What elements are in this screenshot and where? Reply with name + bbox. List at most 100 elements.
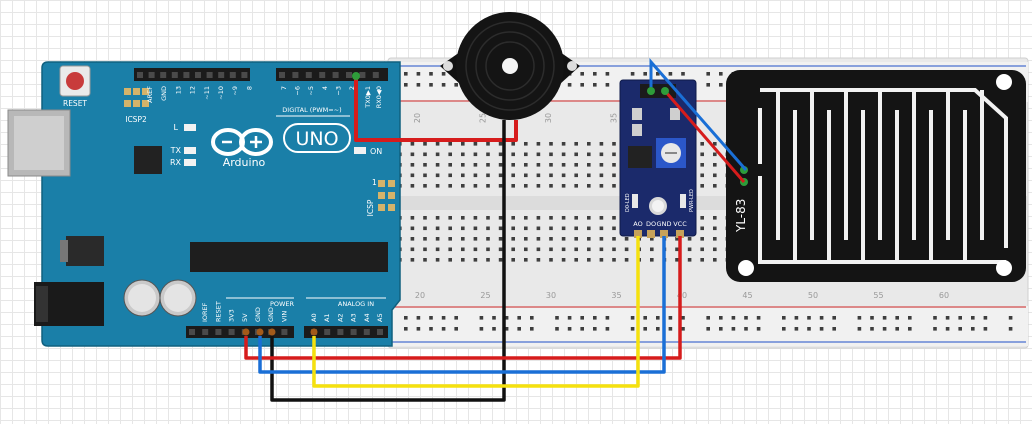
breadboard-hole	[473, 173, 478, 178]
rail-hole	[681, 316, 685, 320]
breadboard-hole	[461, 173, 465, 178]
on-label: ON	[370, 147, 382, 156]
breadboard-hole	[624, 237, 629, 241]
breadboard-hole	[511, 163, 515, 167]
led-tx-label: TX	[170, 146, 182, 155]
breadboard-hole	[498, 163, 503, 167]
breadboard-hole	[624, 258, 629, 262]
breadboard-hole	[486, 152, 490, 157]
rail-hole	[492, 327, 496, 331]
header-socket	[160, 72, 167, 78]
rail-hole	[593, 327, 597, 331]
rail-hole	[668, 316, 673, 320]
rail-hole	[945, 327, 950, 331]
breadboard-hole	[511, 216, 515, 220]
breadboard-hole	[486, 247, 490, 252]
breadboard-hole	[549, 152, 553, 157]
rail-hole	[479, 316, 484, 320]
power-pin-label: IOREF	[201, 302, 209, 322]
breadboard-hole	[713, 184, 717, 188]
icsp-pin	[388, 180, 395, 187]
breadboard-hole	[473, 152, 478, 157]
breadboard-hole	[574, 152, 578, 157]
rail-hole	[479, 327, 484, 331]
breadboard-hole	[486, 163, 490, 167]
rail-hole	[404, 316, 408, 320]
breadboard-hole	[536, 226, 541, 231]
wire-pad-blue	[649, 58, 748, 171]
breadboard-hole	[410, 173, 415, 178]
rail-hole	[580, 72, 584, 76]
rail-hole	[416, 72, 421, 76]
header-socket	[195, 72, 201, 78]
icsp-header	[378, 180, 395, 211]
column-number: 25	[479, 113, 488, 123]
pwr-led-label: PWR-LED	[689, 189, 695, 212]
rail-hole	[643, 316, 647, 320]
column-number: 50	[808, 291, 818, 300]
rail-hole	[404, 72, 408, 76]
rail-hole	[605, 83, 610, 87]
breadboard-hole	[524, 184, 528, 188]
breadboard-hole	[536, 152, 541, 157]
rail-hole	[832, 316, 836, 320]
rail-hole	[656, 316, 660, 320]
breadboard-hole	[435, 258, 440, 262]
breadboard-hole	[612, 152, 616, 157]
rail-hole	[517, 327, 521, 331]
breadboard-hole	[498, 258, 503, 262]
breadboard-hole	[700, 163, 704, 167]
header-socket	[292, 72, 299, 78]
breadboard-hole	[612, 184, 616, 188]
breadboard-hole	[486, 226, 490, 231]
digital-pin-label: GND	[160, 86, 168, 101]
header-socket	[305, 72, 312, 78]
column-number: 55	[873, 291, 883, 300]
digital-pin-label: ~10	[217, 86, 225, 100]
breadboard-hole	[473, 247, 478, 252]
header-socket	[137, 72, 143, 78]
rail-hole	[895, 316, 899, 320]
breadboard-hole	[461, 184, 465, 188]
breadboard-hole	[448, 258, 452, 262]
icsp2-pin	[142, 100, 149, 107]
breadboard-hole	[561, 258, 566, 262]
breadboard-hole	[599, 163, 604, 167]
header-socket	[171, 72, 178, 78]
breadboard-hole	[612, 237, 616, 241]
rail-hole	[454, 316, 458, 320]
rail-hole	[656, 72, 660, 76]
rail-hole	[908, 316, 912, 320]
breadboard-hole	[587, 226, 591, 231]
rail-hole	[517, 316, 521, 320]
icsp2-pin	[124, 88, 131, 95]
rail-hole	[933, 327, 937, 331]
header-socket	[359, 72, 366, 78]
breadboard-hole	[435, 184, 440, 188]
breadboard-hole	[423, 173, 427, 178]
rail-hole	[643, 327, 647, 331]
rail-hole	[933, 316, 937, 320]
analog-label: ANALOG IN	[338, 300, 374, 308]
wire-vcc	[244, 236, 682, 360]
breadboard-hole	[700, 184, 704, 188]
breadboard-hole	[473, 184, 478, 188]
header-socket	[215, 329, 222, 335]
icsp2-pin	[133, 100, 140, 107]
rail-hole	[1008, 327, 1013, 331]
rail-hole	[681, 72, 685, 76]
rail-hole	[782, 316, 786, 320]
breadboard-hole	[536, 184, 541, 188]
rail-hole	[958, 327, 962, 331]
breadboard-hole	[549, 163, 553, 167]
piezo-buzzer	[440, 12, 580, 120]
breadboard-hole	[423, 247, 427, 252]
breadboard-hole	[511, 152, 515, 157]
rail-hole	[530, 327, 534, 331]
breadboard-hole	[536, 173, 541, 178]
wire-buzzer-ground	[270, 120, 506, 402]
breadboard-hole	[561, 152, 566, 157]
breadboard-hole	[549, 226, 553, 231]
breadboard-hole	[473, 258, 478, 262]
breadboard-hole	[511, 247, 515, 252]
